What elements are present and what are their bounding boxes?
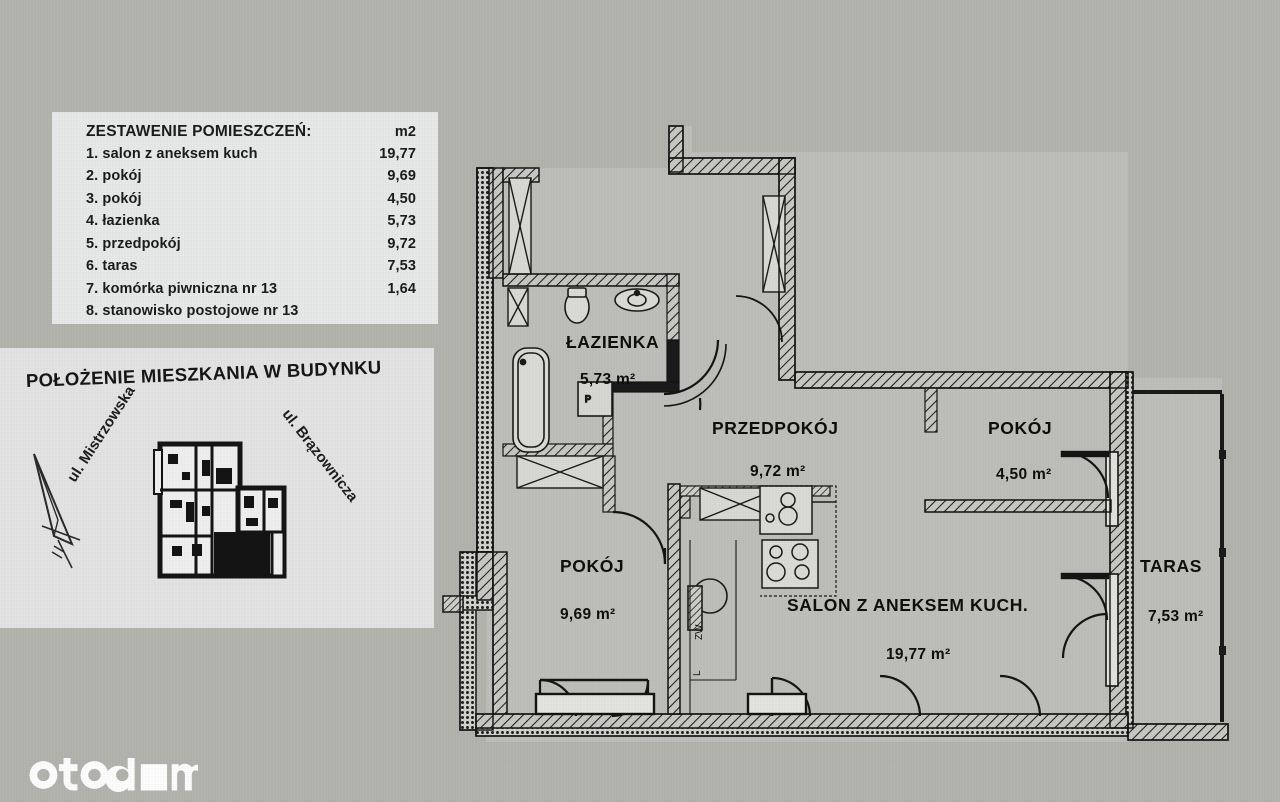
annotation-l: L [692, 670, 703, 676]
row-value: 5,73 [387, 213, 416, 229]
annotation-zw: ZW [694, 624, 705, 640]
room-area-lazienka: 5,73 m² [580, 371, 636, 388]
row-label: 7. komórka piwniczna nr 13 [86, 280, 278, 297]
room-label-salon: SALON Z ANEKSEM KUCH. [787, 595, 1029, 615]
sink-icon [614, 288, 660, 312]
row-value: 9,72 [387, 235, 416, 252]
row-label: 3. pokój [86, 190, 142, 207]
room-schedule-row: 3. pokój 4,50 [86, 191, 428, 214]
room-schedule-title: ZESTAWENIE POMIESZCZEŃ: [86, 123, 312, 140]
room-label-pokoj-450: POKÓJ [988, 418, 1053, 438]
room-schedule-box: ZESTAWENIE POMIESZCZEŃ: m2 1. salon z an… [52, 112, 438, 324]
wall-outlines [459, 125, 1229, 741]
room-area-salon: 19,77 m² [886, 646, 951, 663]
room-schedule-row: 2. pokój 9,69 [86, 168, 428, 191]
room-label-lazienka: ŁAZIENKA [566, 332, 660, 352]
room-schedule-row: 4. łazienka 5,73 [86, 213, 428, 236]
svg-text:P: P [585, 394, 591, 404]
room-area-pokoj-450: 4,50 m² [996, 466, 1052, 483]
row-label: 6. taras [86, 258, 138, 274]
row-value: 9,69 [387, 168, 416, 184]
room-label-pokoj-969: POKÓJ [560, 556, 625, 576]
toilet-icon [564, 287, 590, 324]
terrace-doors [1105, 451, 1119, 687]
room-schedule-header: ZESTAWENIE POMIESZCZEŃ: m2 [86, 123, 428, 146]
building-location-title: POŁOŻENIE MIESZKANIA W BUDYNKU [25, 356, 382, 391]
room-schedule-row: 7. komórka piwniczna nr 13 1,64 [86, 281, 428, 304]
row-value: 19,77 [379, 145, 416, 162]
row-value: 1,64 [387, 280, 416, 297]
row-label: 4. łazienka [86, 213, 160, 229]
room-label-przedpokoj: PRZEDPOKÓJ [712, 418, 839, 438]
bathtub-icon [512, 347, 550, 453]
room-area-przedpokoj: 9,72 m² [750, 463, 806, 480]
room-schedule-row: 6. taras 7,53 [86, 258, 428, 281]
row-label: 2. pokój [86, 168, 142, 184]
utility-fixtures [687, 540, 737, 714]
row-value: 4,50 [387, 190, 416, 207]
room-area-pokoj-969: 9,69 m² [560, 606, 616, 623]
row-label: 8. stanowisko postojowe nr 13 [86, 303, 299, 319]
cooktop-icon [761, 539, 819, 589]
otodom-logo [29, 758, 198, 792]
room-area-taras: 7,53 m² [1148, 608, 1204, 625]
room-schedule-row: 5. przedpokój 9,72 [86, 236, 428, 259]
room-label-taras: TARAS [1140, 556, 1202, 576]
row-label: 5. przedpokój [86, 235, 181, 252]
room-schedule-unit: m2 [394, 124, 416, 140]
washing-machine-icon [577, 381, 613, 417]
door-leaves [534, 450, 1110, 716]
row-label: 1. salon z aneksem kuch [86, 145, 258, 162]
highlighted-unit [214, 532, 270, 576]
north-arrow-icon [33, 453, 81, 569]
windows [507, 177, 786, 521]
row-value: 7,53 [387, 258, 416, 274]
kitchen-fixtures [759, 485, 837, 597]
bathroom-fixtures: P [512, 287, 660, 453]
room-schedule-row: 8. stanowisko postojowe nr 13 [86, 303, 428, 326]
terrace-railing [1133, 390, 1226, 722]
building-location-box: POŁOŻENIE MIESZKANIA W BUDYNKU ul. Mistr… [0, 348, 434, 628]
room-schedule-row: 1. salon z aneksem kuch 19,77 [86, 146, 428, 169]
building-mini-plan [153, 441, 287, 579]
